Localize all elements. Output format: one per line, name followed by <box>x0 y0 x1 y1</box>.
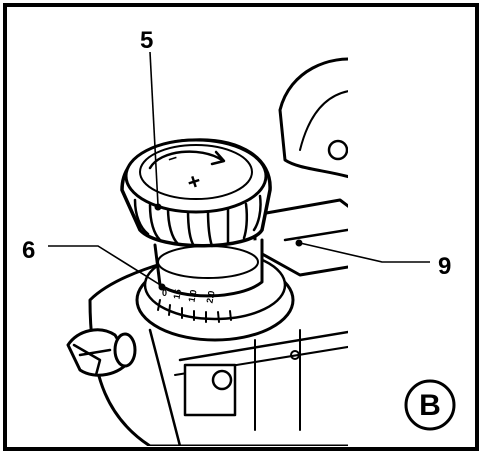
clamp-collar <box>113 332 137 368</box>
housing-edge <box>148 328 182 446</box>
housing-panel-line <box>254 329 301 431</box>
rear-handle <box>278 57 348 179</box>
scale-ticks <box>157 299 232 323</box>
leader-9 <box>299 242 430 263</box>
scale-mark: 1.0 <box>187 289 199 303</box>
panel-badge-label: B <box>419 389 441 422</box>
handle-contour <box>299 90 348 151</box>
scale-mark: 2.0 <box>205 290 217 304</box>
leader-dot-9 <box>295 239 303 247</box>
arrow-head <box>210 150 226 166</box>
knob-neck <box>153 238 264 298</box>
tool-drawing <box>66 57 348 446</box>
screw-hole <box>211 369 233 391</box>
small-hole <box>290 350 300 360</box>
clamp-detail <box>72 343 112 377</box>
direction-arc <box>148 150 224 170</box>
scale-mark: 0 <box>162 288 167 298</box>
callout-9: 9 <box>438 253 451 280</box>
leader-dot-6 <box>158 283 166 291</box>
scale-mark: 15 <box>172 288 184 300</box>
knob-top-inner <box>139 144 253 200</box>
leader-dot-5 <box>154 203 162 211</box>
guide-edge <box>283 228 348 242</box>
housing-edge <box>178 330 348 362</box>
leader-lines <box>48 51 430 287</box>
leader-5 <box>149 51 159 206</box>
knob-grip-ridges <box>133 194 262 248</box>
callout-5: 5 <box>140 27 153 54</box>
panel-badge-circle <box>404 379 456 431</box>
callout-6: 6 <box>22 237 35 264</box>
handle-pin <box>327 139 348 161</box>
leader-6 <box>48 245 163 287</box>
